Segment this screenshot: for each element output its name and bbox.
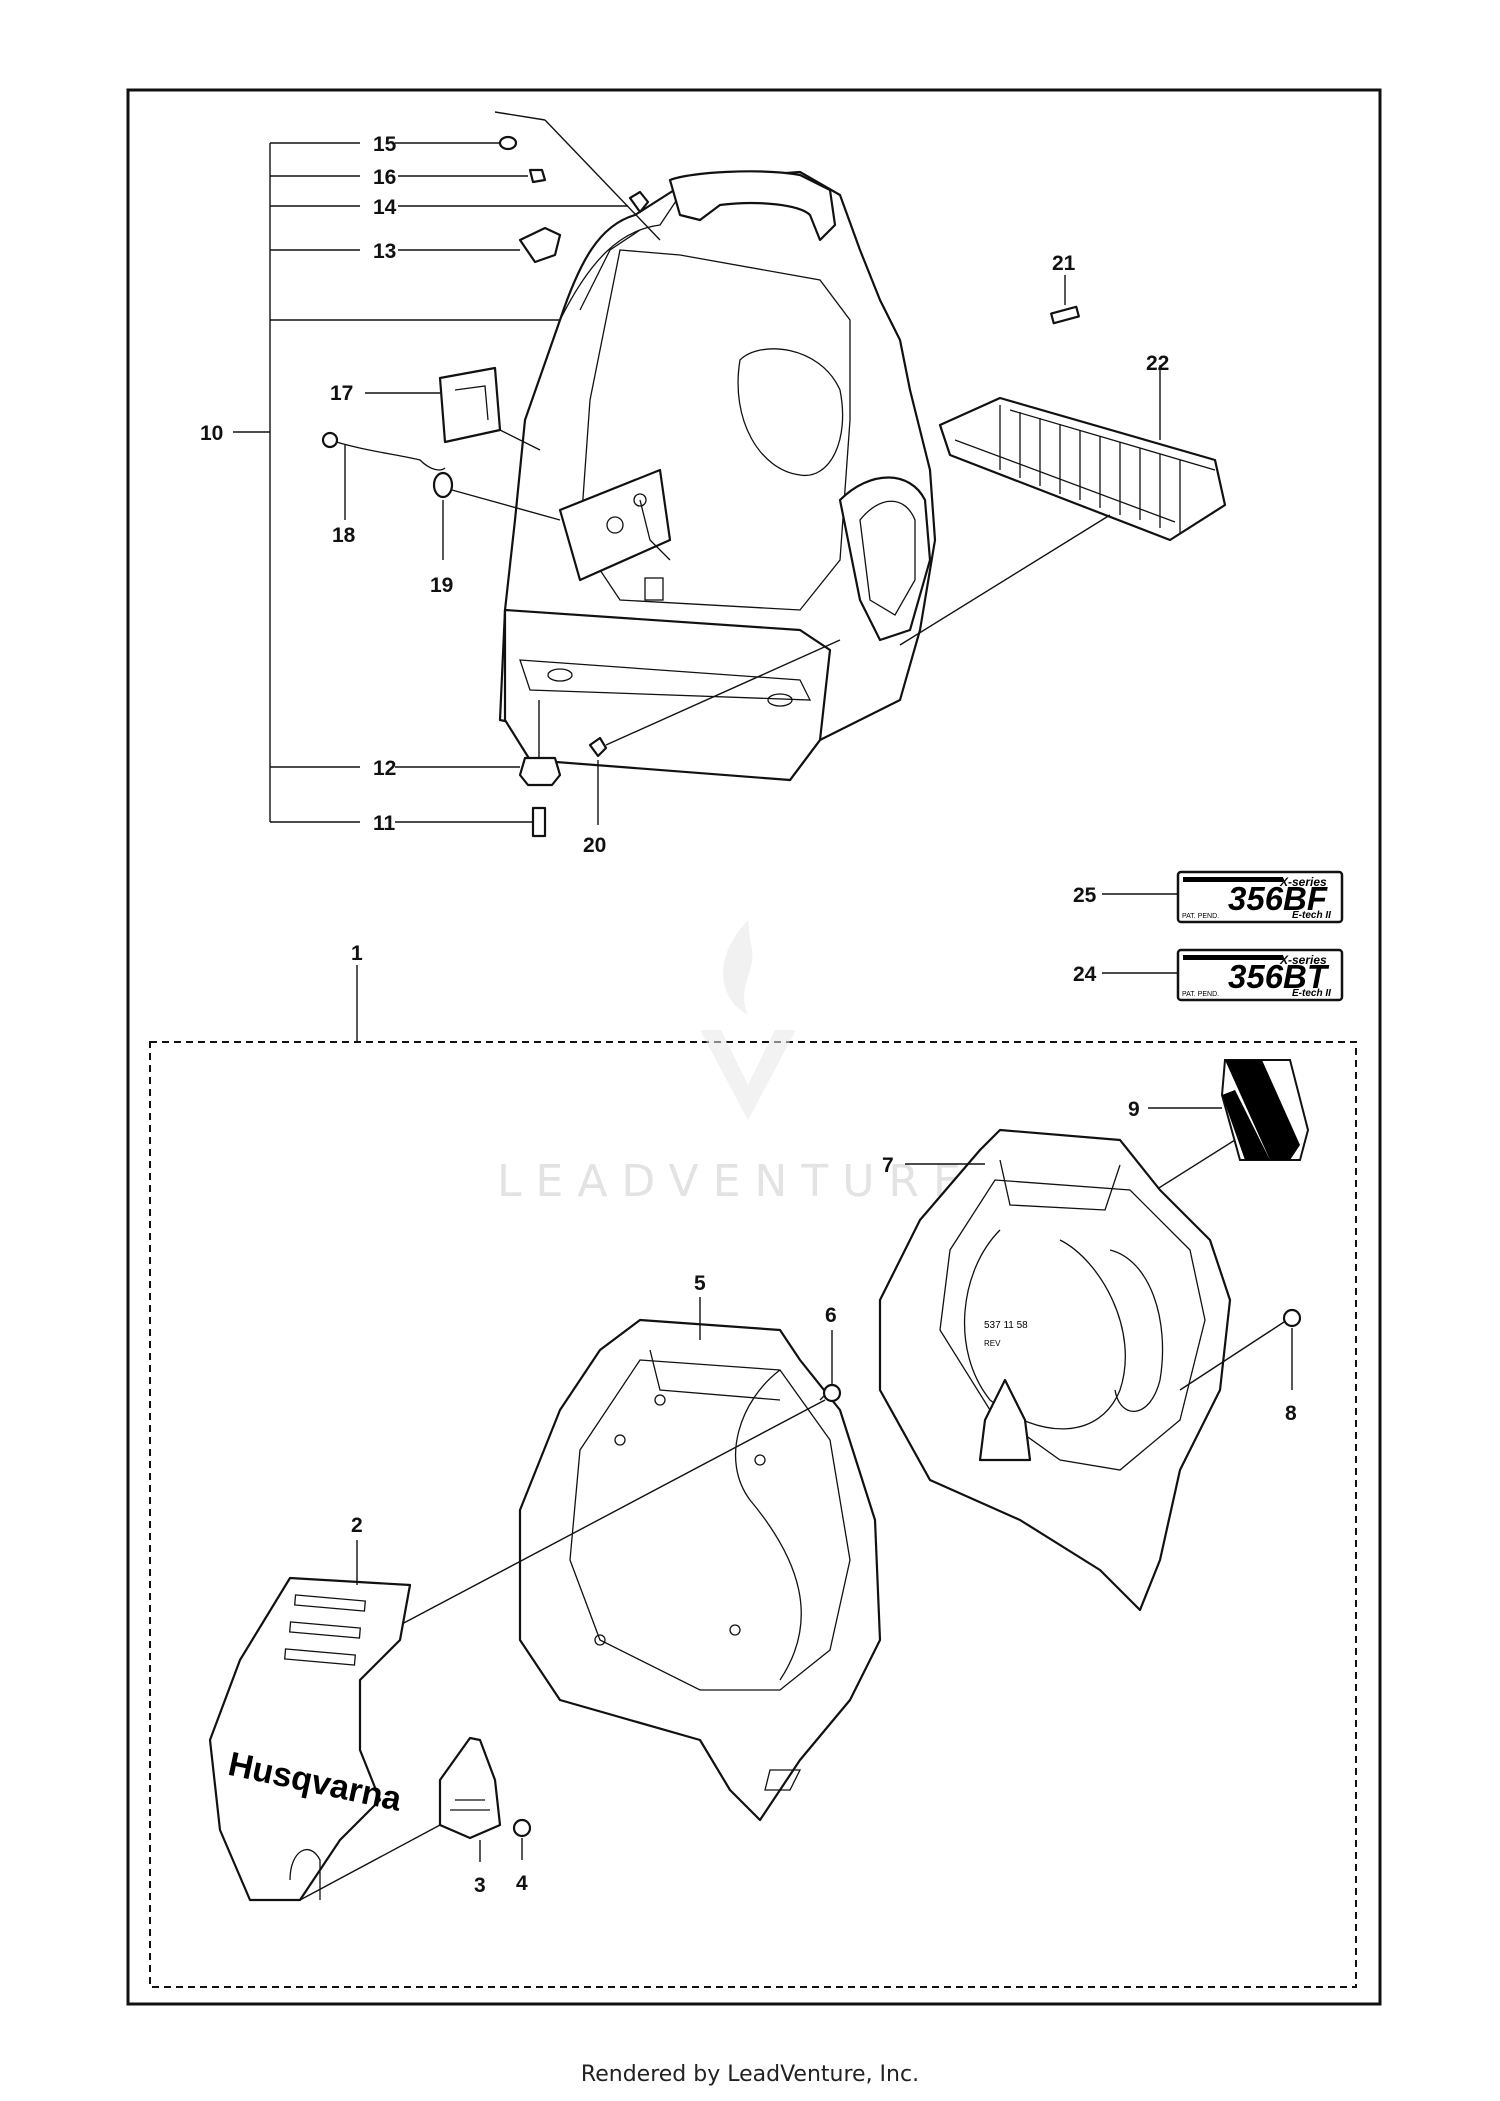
backpack-frame <box>498 170 937 782</box>
callout-21: 21 <box>1052 252 1076 275</box>
clip-16 <box>528 168 547 184</box>
callout-16: 16 <box>373 166 396 189</box>
callout-18: 18 <box>332 524 356 547</box>
decal-24-model: 356BT <box>1228 958 1330 995</box>
callout-24: 24 <box>1073 963 1097 986</box>
watermark-logo <box>700 920 796 1120</box>
watermark-text: LEADVENTURE <box>497 1156 975 1207</box>
callout-12: 12 <box>373 757 396 780</box>
callout-10: 10 <box>200 422 223 445</box>
callout-11: 11 <box>373 812 396 835</box>
fan-housing-7 <box>878 1128 1232 1612</box>
decal-9 <box>1220 1059 1310 1161</box>
damper-12 <box>518 756 562 787</box>
callout-6: 6 <box>825 1304 837 1327</box>
decal-25-series: X-series <box>1279 875 1327 889</box>
nut-6 <box>822 1383 842 1403</box>
basket-22 <box>899 365 1227 646</box>
bolt-14 <box>628 190 650 214</box>
deflector-3 <box>438 1736 502 1840</box>
nut-4 <box>512 1818 532 1838</box>
callout-5: 5 <box>694 1272 706 1295</box>
decal-25-pat: PAT. PEND. <box>1182 913 1219 920</box>
decal-24-sub: E-tech II <box>1292 988 1331 999</box>
holder-13 <box>518 226 562 264</box>
callout-10-bracket <box>233 142 560 823</box>
callout-7: 7 <box>882 1154 894 1177</box>
decal-24-pat: PAT. PEND. <box>1182 991 1219 998</box>
decal-25-model: 356BF <box>1228 880 1328 917</box>
callout-19: 19 <box>430 574 453 597</box>
decal-25: X-series 356BF PAT. PEND. E-tech II <box>1176 870 1344 924</box>
decal-25-sub: E-tech II <box>1292 910 1331 921</box>
decal-24-series: X-series <box>1279 953 1327 967</box>
callout-2: 2 <box>351 1514 363 1537</box>
part-stamp-rev: REV <box>984 1339 1001 1348</box>
fan-housing-5 <box>518 1318 882 1822</box>
screw-11 <box>531 806 547 838</box>
nut-8 <box>1282 1308 1302 1328</box>
footer-credit: Rendered by LeadVenture, Inc. <box>580 2062 920 2087</box>
front-cover-2 <box>208 1576 412 1902</box>
callout-22: 22 <box>1146 352 1169 375</box>
bolt-21 <box>1050 305 1080 325</box>
callout-9: 9 <box>1128 1098 1140 1121</box>
diagram-frame <box>126 88 1382 2006</box>
callout-3: 3 <box>474 1874 486 1897</box>
callout-4: 4 <box>516 1872 528 1895</box>
callout-8: 8 <box>1285 1402 1297 1425</box>
callout-20: 20 <box>583 834 606 857</box>
assembly-1-box <box>149 1041 1357 1988</box>
washer-15 <box>498 135 518 151</box>
callout-25: 25 <box>1073 884 1097 907</box>
callout-17: 17 <box>330 382 353 405</box>
clip-20 <box>588 736 608 758</box>
grommet-19 <box>432 471 454 499</box>
plate-17 <box>438 366 502 444</box>
cable-18 <box>329 439 446 471</box>
decal-24: X-series 356BT PAT. PEND. E-tech II <box>1176 948 1344 1002</box>
callout-15: 15 <box>373 133 397 156</box>
callout-14: 14 <box>373 196 397 219</box>
callout-13: 13 <box>373 240 396 263</box>
part-stamp-number: 537 11 58 <box>984 1320 1028 1331</box>
callout-1: 1 <box>351 942 363 965</box>
